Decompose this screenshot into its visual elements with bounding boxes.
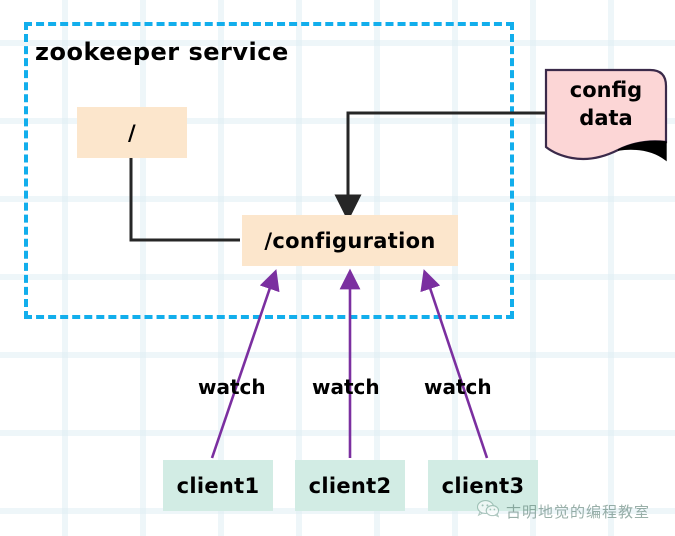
zookeeper-service-title: zookeeper service bbox=[35, 38, 289, 66]
edge-label-watch-1: watch bbox=[198, 375, 266, 399]
edge-label-watch-2: watch bbox=[312, 375, 380, 399]
watermark: 古明地觉的编程教室 bbox=[476, 500, 651, 522]
config-data-node[interactable]: config data bbox=[547, 74, 665, 136]
zookeeper-service-boundary bbox=[24, 22, 514, 319]
znode-configuration[interactable]: /configuration bbox=[242, 215, 458, 266]
wechat-icon bbox=[476, 500, 500, 522]
znode-root[interactable]: / bbox=[77, 107, 187, 158]
edge-label-watch-3: watch bbox=[424, 375, 492, 399]
config-data-line-1: config bbox=[569, 78, 643, 103]
watermark-text: 古明地觉的编程教室 bbox=[506, 502, 651, 521]
node-client2[interactable]: client2 bbox=[295, 460, 405, 511]
node-client1[interactable]: client1 bbox=[163, 460, 273, 511]
config-data-line-2: data bbox=[579, 106, 633, 130]
